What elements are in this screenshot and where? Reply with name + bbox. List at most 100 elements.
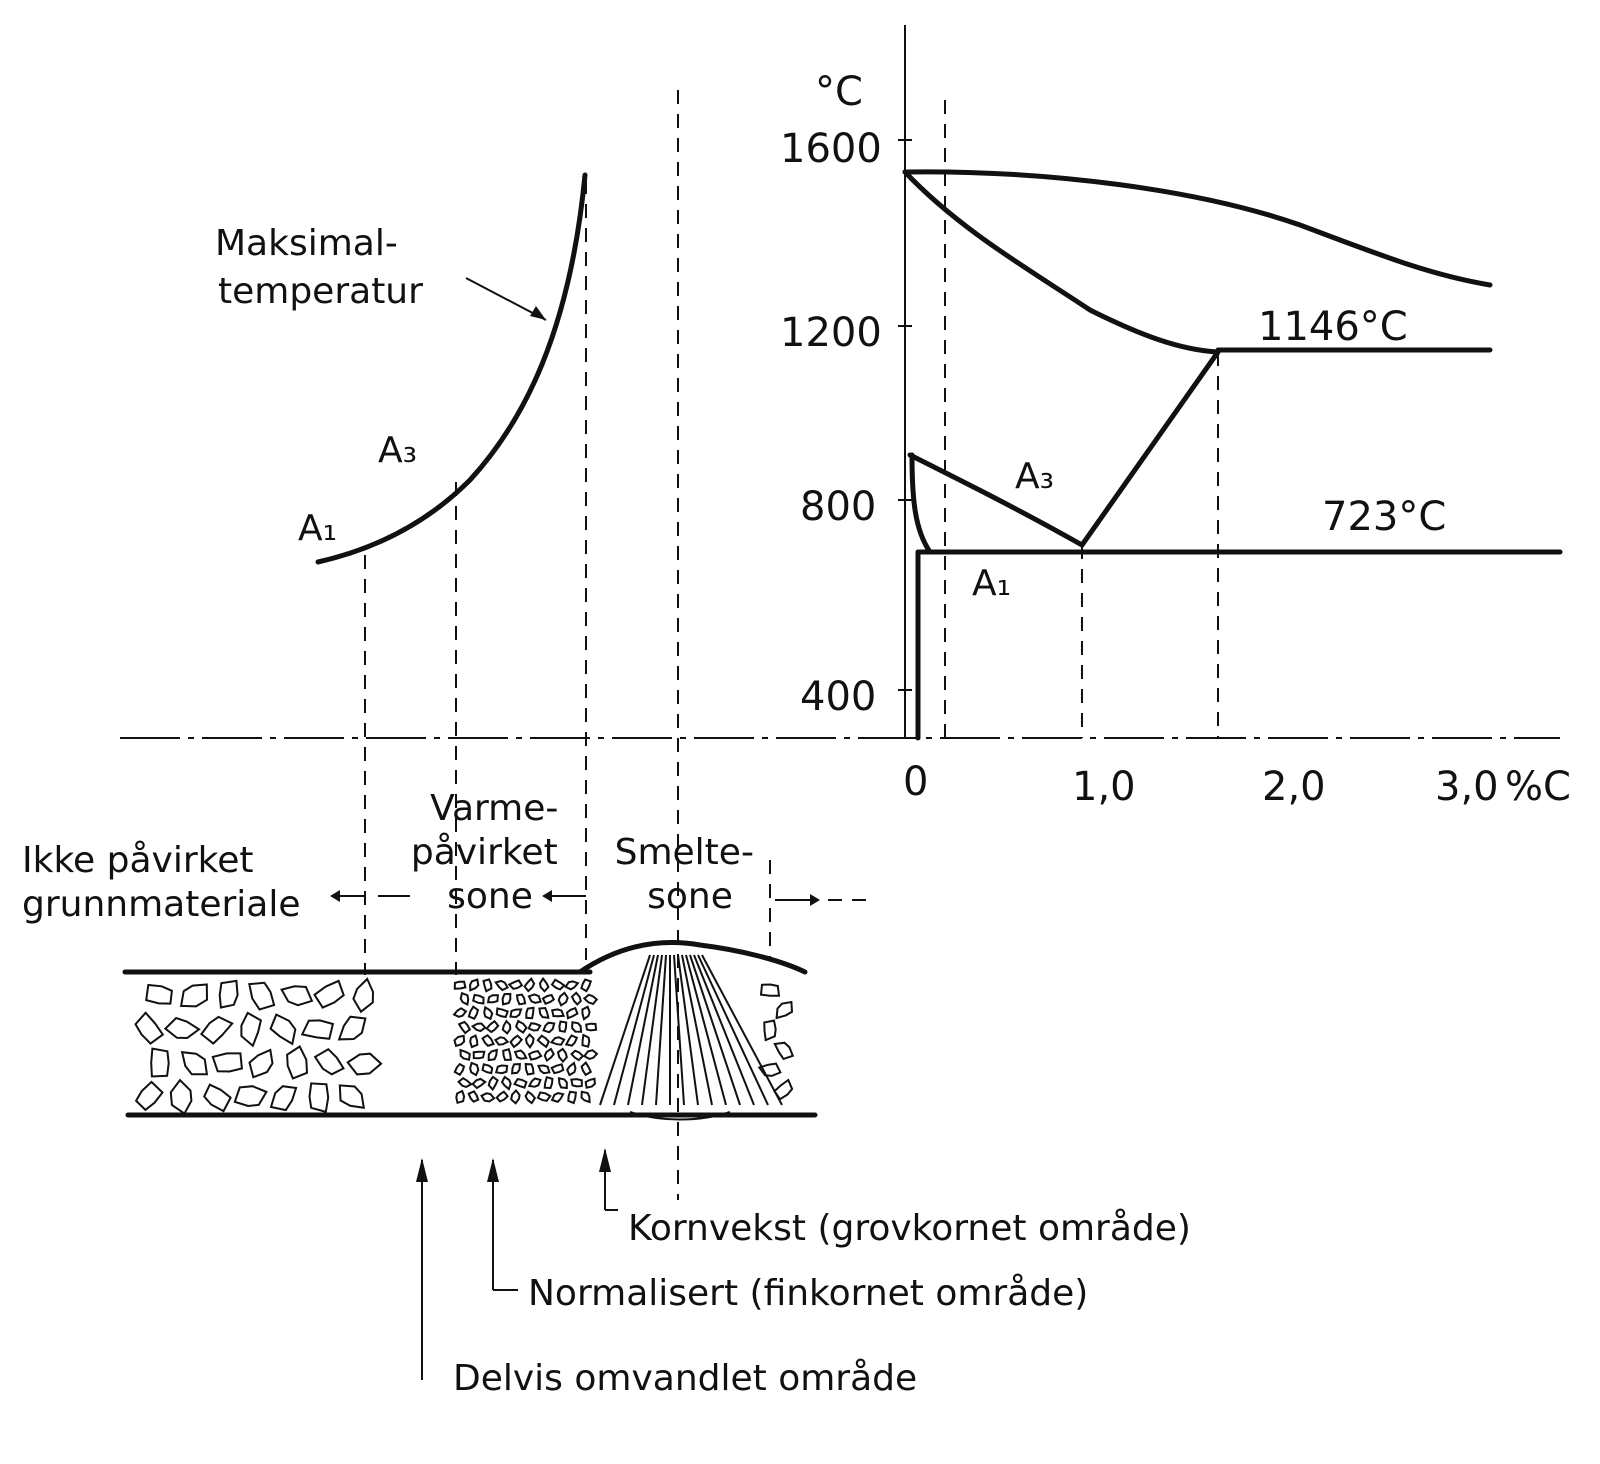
grain <box>480 1092 496 1103</box>
grain <box>269 1013 297 1046</box>
zone-arrowhead-2 <box>542 890 552 902</box>
grain <box>538 1006 550 1019</box>
columnar-grain-line <box>701 954 783 1106</box>
grain <box>313 1047 345 1076</box>
y-tick-1600: 1600 <box>780 126 882 172</box>
zone-haz-line2: påvirket <box>411 832 558 873</box>
grain <box>513 1049 528 1060</box>
grain <box>218 979 239 1009</box>
callout-grain-growth-label: Kornvekst (grovkornet område) <box>628 1208 1191 1249</box>
grain <box>469 1061 480 1077</box>
grain <box>580 1090 591 1104</box>
grain <box>564 980 580 991</box>
grain <box>570 1078 583 1088</box>
grain <box>763 1019 777 1042</box>
grain <box>757 1062 782 1077</box>
grain <box>541 993 556 1005</box>
zone-arrowhead-1 <box>330 890 340 902</box>
grain <box>240 1011 263 1048</box>
columnar-grain-line <box>655 954 667 1106</box>
grain <box>352 977 375 1014</box>
grain <box>134 1080 164 1112</box>
grain <box>280 985 314 1007</box>
columnar-grain-line <box>599 954 651 1106</box>
grain <box>570 1049 585 1062</box>
grain <box>337 1015 367 1041</box>
grain <box>500 1075 512 1091</box>
projection-lines <box>364 90 1219 1200</box>
grain <box>550 1092 565 1103</box>
grain <box>550 1063 565 1075</box>
grain <box>485 1019 500 1034</box>
grain <box>494 1064 509 1075</box>
columnar-grain-line <box>673 954 685 1106</box>
ferrite-solvus-line <box>909 452 933 555</box>
grain <box>457 1076 473 1088</box>
phase-a1-label: A₁ <box>972 563 1011 604</box>
grain <box>773 1078 794 1101</box>
grain <box>538 976 550 993</box>
grain <box>527 1077 542 1088</box>
grain <box>570 991 582 1006</box>
grain <box>338 1084 366 1109</box>
grain <box>308 1082 330 1114</box>
grain <box>467 1005 480 1020</box>
grain <box>581 1005 591 1021</box>
columnar-grain-line <box>689 954 741 1106</box>
grain <box>510 1088 521 1105</box>
grain <box>775 1000 794 1020</box>
grain <box>527 993 542 1004</box>
grain <box>493 1036 510 1046</box>
grain <box>470 1022 487 1033</box>
a3-line <box>907 452 1085 548</box>
grain <box>549 1036 566 1046</box>
columnar-grain-line <box>697 954 769 1106</box>
callout-grain-growth-arrowhead <box>599 1148 611 1172</box>
grain <box>566 1006 579 1020</box>
grain <box>566 1061 577 1077</box>
y-tick-1200: 1200 <box>780 310 882 356</box>
grain <box>580 1061 593 1077</box>
callout-normalized-arrowhead <box>487 1158 499 1182</box>
grain <box>537 1064 551 1075</box>
columnar-grain-line <box>641 954 663 1106</box>
y-tick-400: 400 <box>800 674 876 720</box>
grain <box>571 1021 583 1033</box>
y-tick-800: 800 <box>800 484 876 530</box>
grain <box>558 1020 568 1033</box>
grain <box>469 1034 479 1049</box>
weld-reinforcement-top <box>577 939 808 975</box>
callout-arrows <box>416 1148 618 1380</box>
grain <box>452 1007 468 1018</box>
zone-fusion-line1: Smelte- <box>615 832 754 873</box>
label-723: 723°C <box>1322 494 1446 540</box>
zone-unaffected-line1: Ikke påvirket <box>22 840 253 881</box>
grain <box>759 983 781 997</box>
grain <box>487 1075 499 1092</box>
grain <box>585 1022 598 1032</box>
zone-unaffected-label: Ikke påvirket grunnmateriale <box>22 840 301 925</box>
columnar-grain-line <box>677 954 699 1106</box>
zone-fusion-label: Smelte- sone <box>615 832 766 917</box>
zone-boundary-arrows <box>330 890 868 906</box>
grain <box>248 981 276 1011</box>
grain <box>567 1090 578 1105</box>
x-tick-0: 0 <box>903 759 928 805</box>
grain <box>145 983 173 1005</box>
normalized-fine-grains <box>452 976 599 1105</box>
grain <box>527 1049 543 1061</box>
grain <box>509 1008 523 1019</box>
grain <box>495 1090 510 1103</box>
grain <box>564 1034 579 1047</box>
weld-cross-section <box>122 939 818 1121</box>
grain <box>179 983 209 1008</box>
grain <box>536 1034 551 1049</box>
zone-haz-line3: sone <box>447 876 533 917</box>
max-temperature-label-line2: temperatur <box>218 271 423 312</box>
acm-line <box>1079 349 1221 548</box>
grain <box>486 994 499 1004</box>
grain <box>543 1047 555 1063</box>
grain <box>453 1034 466 1048</box>
grain <box>453 980 467 990</box>
